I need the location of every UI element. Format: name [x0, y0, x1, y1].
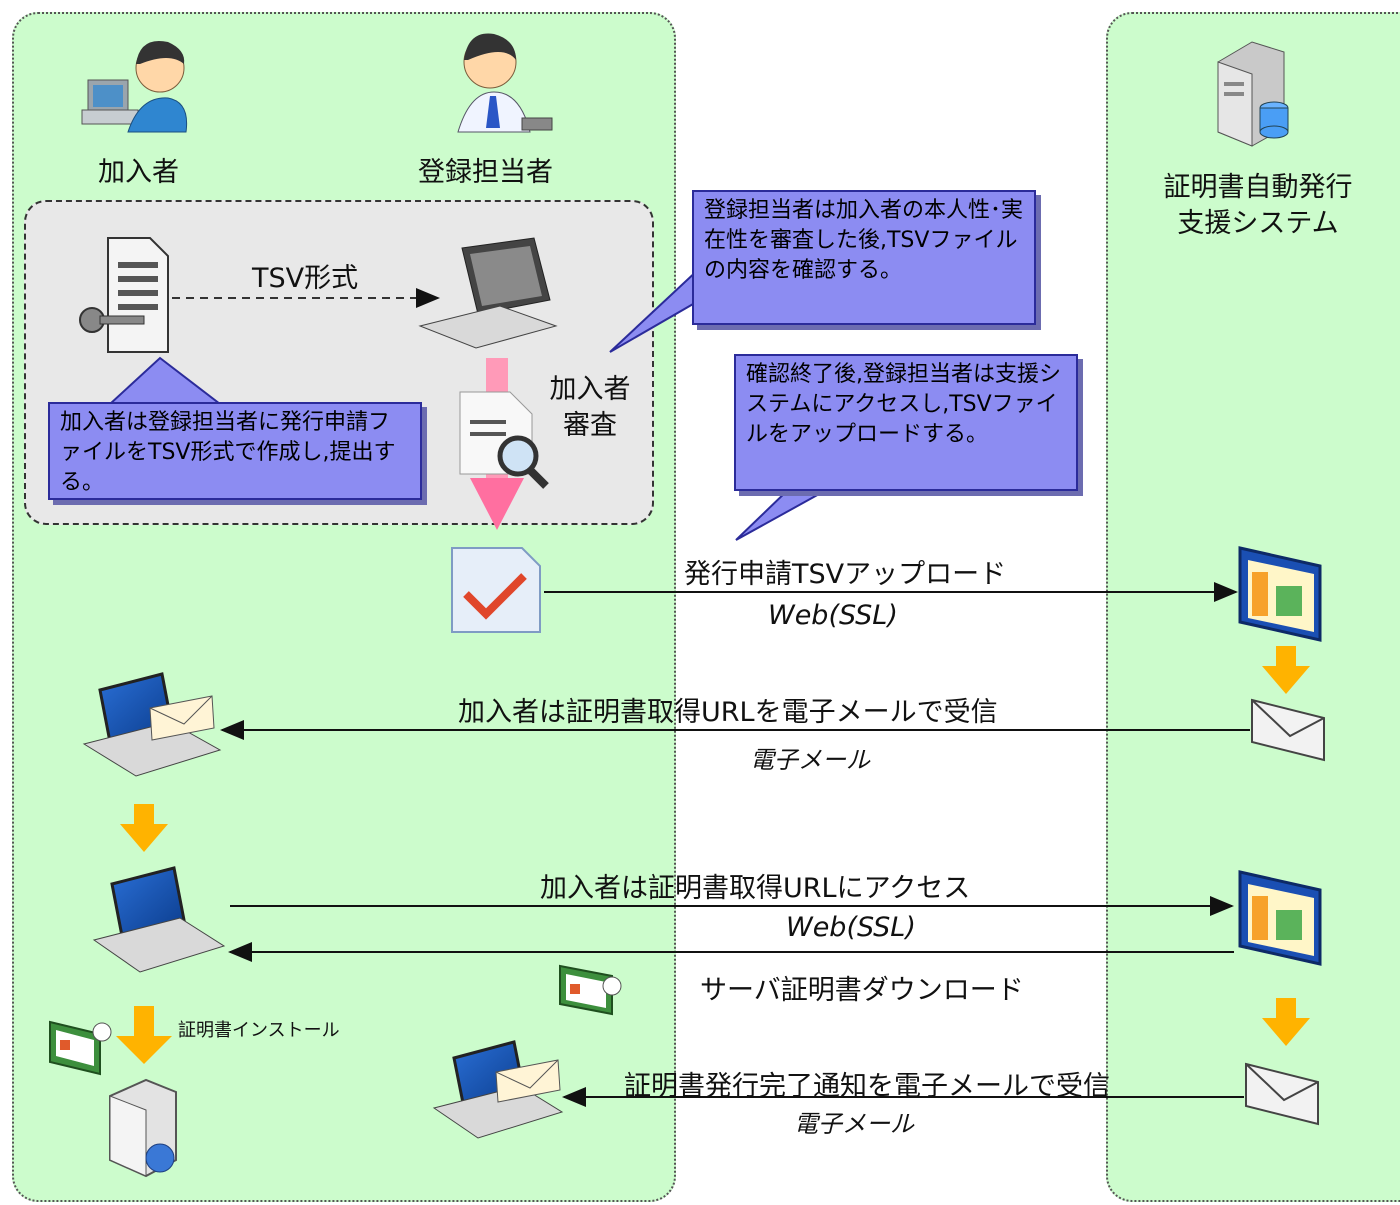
- registrar-actor-label: 登録担当者: [418, 157, 553, 188]
- subscriber-actor-label: 加入者: [98, 157, 179, 188]
- upload-title: 発行申請TSVアップロード: [684, 559, 1007, 590]
- subscriber-mail-computer-icon: [82, 672, 222, 777]
- approved-document-icon: [451, 547, 541, 633]
- review-magnifier-icon: [459, 391, 549, 489]
- upload-protocol: Web(SSL): [768, 600, 898, 631]
- install-certificate-icon: [49, 1020, 112, 1076]
- system-web-screen-icon: [1238, 546, 1322, 642]
- subscriber-computer-icon: [92, 866, 226, 973]
- system-actor-label: 証明書自動発行 支援システム: [1163, 172, 1353, 239]
- complete-title: 証明書発行完了通知を電子メールで受信: [624, 1071, 1110, 1102]
- registrar-computer-icon: [418, 237, 558, 349]
- request-document-icon: [79, 237, 169, 353]
- orange-down-arrows: [116, 646, 1310, 1064]
- access-url-protocol: Web(SSL): [786, 912, 916, 943]
- receive-url-title: 加入者は証明書取得URLを電子メールで受信: [458, 697, 998, 728]
- review-label: 加入者 審査: [549, 374, 631, 441]
- tsv-format-label: TSV形式: [252, 263, 359, 294]
- completion-mail-computer-icon: [432, 1040, 564, 1139]
- system-envelope-icon-2: [1245, 1062, 1319, 1126]
- subscriber-submit-callout: 加入者は登録担当者に発行申請ファイルをTSV形式で作成し,提出する。: [48, 402, 422, 500]
- download-title: サーバ証明書ダウンロード: [700, 975, 1024, 1006]
- upload-note-callout: 確認終了後,登録担当者は支援システムにアクセスし,TSVファイルをアップロードす…: [734, 354, 1078, 491]
- certificate-icon: [559, 964, 622, 1016]
- registrar-callout-pointer: [609, 265, 701, 353]
- registrar-check-callout: 登録担当者は加入者の本人性･実在性を審査した後,TSVファイルの内容を確認する。: [692, 190, 1036, 325]
- receive-url-protocol: 電子メール: [750, 746, 870, 774]
- install-label: 証明書インストール: [178, 1020, 340, 1041]
- access-url-title: 加入者は証明書取得URLにアクセス: [540, 873, 971, 904]
- subscriber-person-icon: [81, 40, 188, 133]
- complete-protocol: 電子メール: [794, 1110, 914, 1138]
- upload-callout-pointer: [735, 487, 831, 541]
- system-web-screen-icon-2: [1238, 870, 1322, 966]
- registrar-person-icon: [457, 33, 553, 133]
- server-icon: [1217, 41, 1289, 147]
- web-server-icon: [109, 1078, 177, 1178]
- subscriber-callout-pointer: [107, 356, 223, 405]
- system-envelope-icon: [1251, 698, 1325, 762]
